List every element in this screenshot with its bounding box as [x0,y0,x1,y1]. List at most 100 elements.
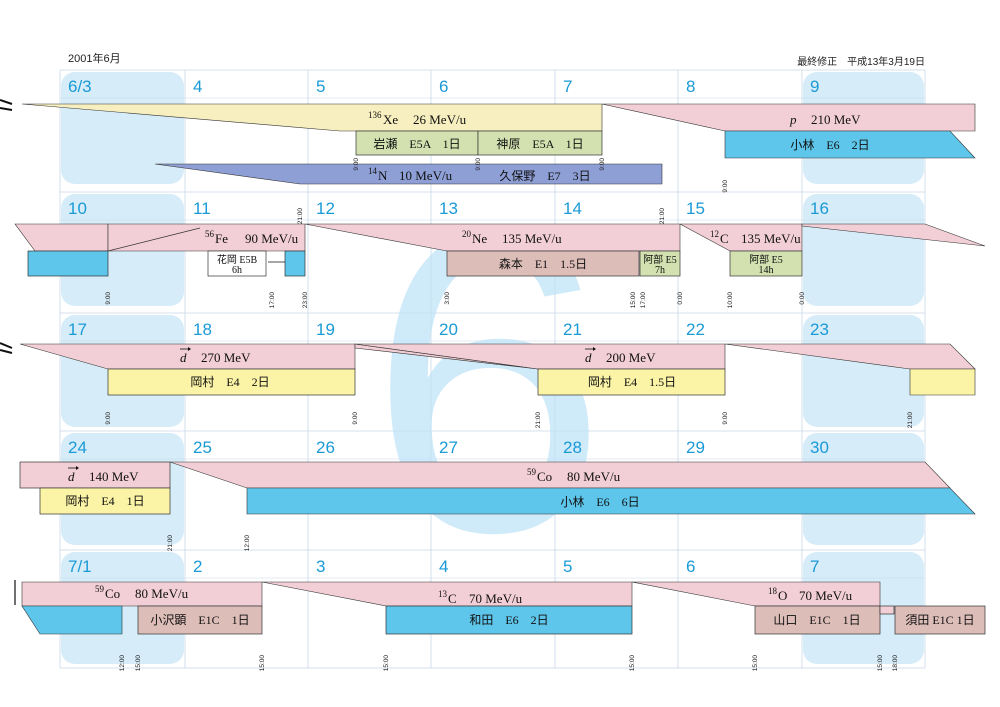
time-mark: 17:00 [269,292,276,309]
p-beam-band [601,103,976,132]
continuation-mark [0,99,13,111]
date-number: 7 [563,77,572,96]
time-mark: 15:00 [259,655,266,672]
p-experiment-band [724,130,976,159]
date-number: 7/1 [68,557,92,576]
mass-number: 13 [438,589,448,599]
element-symbol: Co [105,586,120,601]
beam-energy: 210 MeV [811,112,861,127]
time-mark: 17:00 [640,292,647,309]
beam-label: p 210 MeV [789,112,861,127]
date-number: 9 [810,77,819,96]
element-symbol: Fe [215,231,228,246]
experiment-kobayashi: 小林 E6 2日 [790,138,869,152]
experiment-label: 14h [759,265,774,276]
continuation-mark [0,342,13,354]
time-mark: 18:00 [892,655,899,672]
saturday-shade [803,194,924,306]
experiment-label: 岩瀬 E5A 1日 [373,136,460,151]
date-number: 29 [686,438,705,457]
mass-number: 20 [462,229,472,239]
date-number: 16 [810,199,829,218]
time-mark: 15:00 [752,655,759,672]
experiment-okamura-2d [107,368,356,396]
element-symbol: C [720,231,729,246]
saturday-shade [803,315,924,427]
experiment-label: 神原 E5A 1日 [496,137,583,151]
element-symbol: Ne [472,231,487,246]
beam-energy: 200 MeV [606,350,656,365]
experiment-ozawa [137,605,263,635]
time-mark: 9:00 [105,412,112,425]
time-mark: 12:00 [119,655,126,672]
date-number: 15 [686,199,705,218]
experiment-label: 花岡 E5B [217,253,258,266]
beam-energy: 90 MeV/u [245,231,299,246]
element-symbol: N [378,168,388,183]
sunday-shade [61,552,184,664]
beam-energy: 10 MeV/u [399,168,453,183]
vector-arrow-head [76,466,79,470]
calendar-month-title: 2001年6月 [68,53,121,65]
experiment-label: 阿部 E5 [749,253,783,266]
experiment-suda [894,605,986,635]
element-symbol: p [789,112,797,127]
experiment-wada [385,605,633,635]
experiment-okamura-1d [39,487,171,515]
date-number: 18 [193,320,212,339]
beam-energy: 26 MeV/u [413,112,467,127]
date-number: 22 [686,320,705,339]
experiment-label: 須田 E1C 1日 [905,613,974,627]
time-mark: 15:00 [877,655,884,672]
c13-beam-band [261,581,633,607]
time-mark: 9:00 [105,292,112,305]
time-mark: 10:00 [727,292,734,309]
vector-arrow-head [188,347,191,351]
time-mark: 0:00 [677,292,684,305]
date-number: 6 [686,557,695,576]
date-number: 11 [193,199,211,218]
beam-energy: 270 MeV [201,350,251,365]
experiment-label: 山口 E1C 1日 [773,613,860,627]
beam-energy: 140 MeV [89,469,139,484]
vector-arrow-head [593,347,596,351]
mass-number: 59 [527,467,537,477]
time-mark: 9:00 [722,412,729,425]
time-mark: 15:00 [630,292,637,309]
n14-beam-band [154,163,663,185]
date-number: 23 [810,320,829,339]
time-mark: 21:00 [907,412,914,429]
experiment-hanaoka [207,250,267,277]
date-number: 10 [68,199,87,218]
experiment-kobayashi-6d [246,487,976,515]
element-symbol: Xe [383,112,398,127]
date-number: 3 [316,557,325,576]
experiment-label: 岡村 E4 1.5日 [588,375,676,389]
experiment-abe1 [639,250,681,277]
beam-energy: 135 MeV/u [741,231,801,246]
sunday-shade [61,72,184,184]
date-number: 20 [439,320,458,339]
o18-tail [879,605,895,615]
experiment-label: 岡村 E4 2日 [190,375,269,389]
fe56-experiment-block [284,250,306,277]
time-mark: 12:00 [244,535,251,552]
date-number: 8 [686,77,695,96]
experiment-abe2 [729,250,803,277]
date-number: 6 [439,77,448,96]
co59-beam-band [169,461,951,489]
element-symbol: Co [537,469,552,484]
element-symbol: d [180,350,187,365]
date-number: 21 [563,320,582,339]
time-mark: 21:00 [659,208,666,225]
